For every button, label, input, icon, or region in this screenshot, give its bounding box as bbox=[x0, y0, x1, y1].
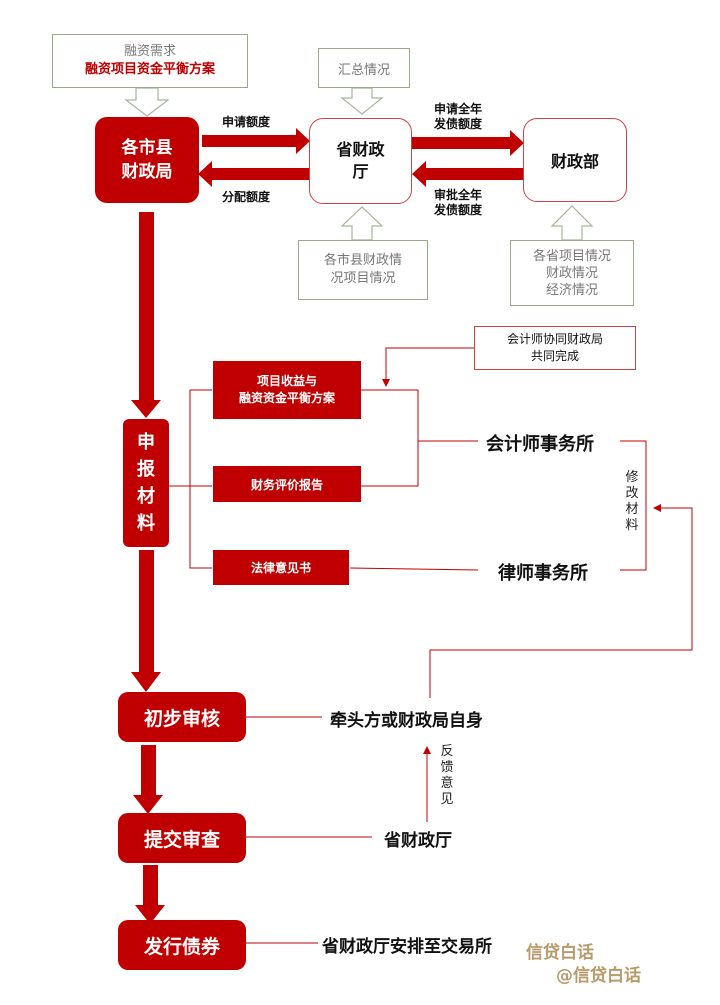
city-finance-bureau: 各市县 财政局 bbox=[95, 117, 199, 203]
preliminary-review-label: 初步审核 bbox=[143, 707, 220, 730]
feedback-label: 反馈意见 bbox=[440, 744, 454, 807]
accountant-note-line2: 共同完成 bbox=[530, 349, 579, 363]
hollow-arrow-demand bbox=[124, 87, 170, 117]
arrow-apply-annual bbox=[412, 130, 524, 156]
allocate-quota-label: 分配额度 bbox=[222, 190, 271, 204]
city-info-line1: 各市县财政情 bbox=[323, 253, 402, 268]
finance-report-label: 财务评价报告 bbox=[250, 477, 323, 492]
apply-materials-label: 申报材料 bbox=[137, 432, 155, 534]
province-info-line3: 经济情况 bbox=[545, 282, 598, 298]
arrow-apply-quota bbox=[202, 128, 310, 154]
financing-demand-label: 融资需求 bbox=[123, 44, 176, 59]
submit-review-label: 提交审查 bbox=[143, 828, 220, 851]
approve-annual-line1: 审批全年 bbox=[434, 188, 483, 202]
arrow-allocate-quota bbox=[198, 161, 310, 187]
arrow-bureau-to-materials bbox=[131, 212, 161, 418]
apply-annual-line1: 申请全年 bbox=[434, 102, 483, 116]
revise-materials-label: 修改材料 bbox=[625, 470, 639, 533]
hollow-arrow-city-info bbox=[340, 206, 384, 241]
provincial-dept-label: 省财政厅 bbox=[384, 831, 452, 851]
hollow-arrow-province-info bbox=[550, 205, 594, 241]
city-info-line2: 况项目情况 bbox=[330, 271, 396, 286]
watermark-line2: @信贷白话 bbox=[556, 966, 641, 986]
ministry-of-finance: 财政部 bbox=[523, 118, 627, 202]
approve-annual-label: 审批全年 发债额度 bbox=[434, 188, 482, 218]
balance-plan-label: 融资项目资金平衡方案 bbox=[84, 62, 215, 77]
project-plan-box: 项目收益与 融资资金平衡方案 bbox=[213, 361, 361, 419]
arrow-materials-to-review bbox=[131, 550, 161, 692]
province-info-box: 各省项目情况 财政情况 经济情况 bbox=[510, 240, 634, 306]
lead-party-label: 牵头方或财政局自身 bbox=[330, 711, 483, 731]
arrow-approve-annual bbox=[412, 161, 524, 187]
provincial-finance-dept: 省财政 厅 bbox=[309, 118, 412, 204]
submit-review-box: 提交审查 bbox=[118, 813, 246, 863]
apply-quota-label: 申请额度 bbox=[222, 115, 271, 129]
apply-annual-line2: 发债额度 bbox=[434, 117, 483, 131]
provincial-dept-line2: 厅 bbox=[352, 162, 369, 181]
project-plan-line2: 融资资金平衡方案 bbox=[238, 391, 335, 405]
summary-label: 汇总情况 bbox=[337, 62, 390, 78]
apply-annual-label: 申请全年 发债额度 bbox=[434, 102, 482, 132]
city-bureau-line2: 财政局 bbox=[121, 162, 173, 182]
provincial-dept-line1: 省财政 bbox=[336, 140, 385, 159]
legal-opinion-box: 法律意见书 bbox=[213, 550, 349, 585]
watermark-line1: 信贷白话 bbox=[526, 943, 594, 963]
accountant-note-box: 会计师协同财政局 共同完成 bbox=[474, 326, 636, 370]
arrange-exchange-label: 省财政厅安排至交易所 bbox=[322, 937, 492, 957]
issue-bonds-label: 发行债券 bbox=[143, 935, 220, 958]
accounting-firm-label: 会计师事务所 bbox=[486, 434, 594, 455]
hollow-arrow-summary bbox=[340, 87, 384, 115]
summary-box: 汇总情况 bbox=[318, 48, 410, 88]
accountant-note-line1: 会计师协同财政局 bbox=[506, 332, 603, 346]
approve-annual-line2: 发债额度 bbox=[434, 203, 483, 217]
law-firm-label: 律师事务所 bbox=[498, 563, 588, 584]
financing-demand-box: 融资需求 融资项目资金平衡方案 bbox=[52, 34, 248, 88]
province-info-line2: 财政情况 bbox=[545, 265, 598, 281]
issue-bonds-box: 发行债券 bbox=[118, 920, 246, 970]
legal-opinion-label: 法律意见书 bbox=[250, 561, 311, 575]
arrow-submit-to-issue bbox=[135, 865, 165, 924]
city-bureau-line1: 各市县 bbox=[121, 138, 173, 158]
project-plan-line1: 项目收益与 bbox=[256, 374, 317, 388]
preliminary-review-box: 初步审核 bbox=[118, 692, 246, 742]
city-info-box: 各市县财政情 况项目情况 bbox=[298, 240, 428, 300]
province-info-line1: 各省项目情况 bbox=[532, 248, 611, 264]
apply-materials-box: 申报材料 bbox=[123, 419, 169, 547]
ministry-label: 财政部 bbox=[550, 152, 599, 171]
arrow-review-to-submit bbox=[133, 745, 163, 814]
finance-report-box: 财务评价报告 bbox=[213, 466, 361, 502]
